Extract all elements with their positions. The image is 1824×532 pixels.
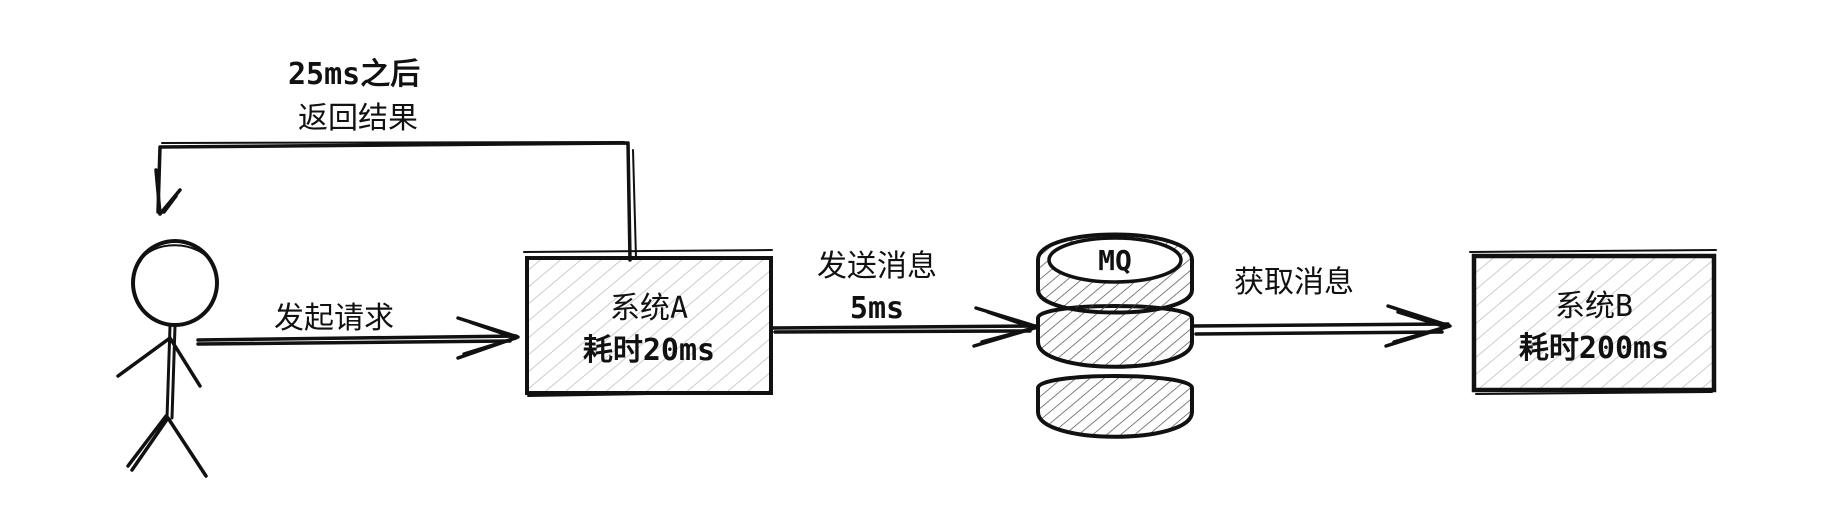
request-arrow	[196, 316, 520, 360]
return-label-line2: 返回结果	[298, 101, 418, 136]
send-message-label-line2: 5ms	[850, 291, 904, 326]
fetch-message-label: 获取消息	[1234, 265, 1354, 300]
system-b-name: 系统B	[1555, 289, 1633, 324]
send-message-label-line1: 发送消息	[817, 249, 937, 284]
system-a-cost: 耗时20ms	[583, 333, 715, 368]
return-result-arrow	[154, 141, 637, 262]
system-b-box	[1471, 253, 1717, 393]
system-a-node: 系统A 耗时20ms	[523, 249, 773, 397]
user-arms	[116, 336, 202, 388]
mq-disc-bottom	[1036, 374, 1194, 439]
system-a-name: 系统A	[610, 291, 688, 326]
user-legs	[126, 414, 208, 478]
mq-top-cap	[1047, 236, 1183, 284]
mq-label: MQ	[1098, 244, 1132, 277]
system-b-node: 系统B 耗时200ms	[1469, 249, 1717, 395]
fetch-message-arrow	[1192, 304, 1452, 348]
system-b-cost: 耗时200ms	[1519, 331, 1669, 366]
mq-database: MQ	[1036, 232, 1194, 439]
return-label-line1: 25ms之后	[288, 57, 420, 92]
request-label: 发起请求	[274, 301, 394, 336]
user-actor	[116, 239, 219, 478]
user-body	[165, 324, 177, 420]
send-message-arrow	[771, 306, 1040, 348]
user-head-sketch	[139, 244, 215, 267]
mq-disc-middle	[1036, 304, 1194, 369]
